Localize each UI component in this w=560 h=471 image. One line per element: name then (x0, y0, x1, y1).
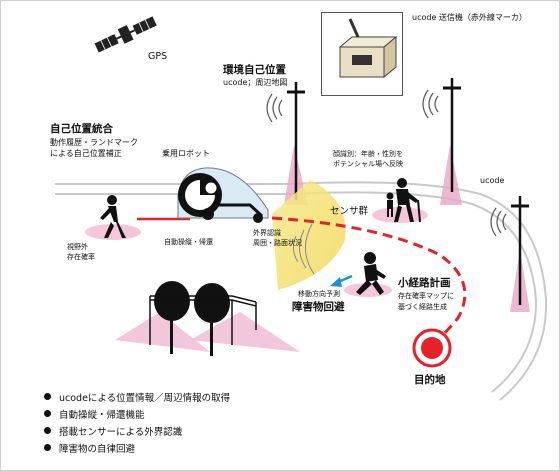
sensor-fan (272, 180, 346, 290)
satellite-icon (94, 16, 157, 53)
environment-position-title: 環境自己位置 (223, 64, 286, 76)
child-icon (386, 192, 394, 217)
transmitter-icon (338, 18, 398, 79)
running-person-icon (356, 252, 386, 295)
external-recognition-line-2: 周囲・路面状況 (253, 239, 302, 247)
robot-label: 乗用ロボット (162, 149, 210, 158)
ucode-transmitter-image (321, 12, 403, 96)
poles (294, 78, 522, 305)
sensor-waves (292, 223, 315, 275)
planned-path (271, 216, 467, 340)
face-recognition-line-1: 顔識別：年齢・性別を (333, 150, 403, 158)
bullet-icon (44, 410, 51, 417)
external-recognition-line-1: 外界認識 (253, 229, 281, 237)
bullet-icon (44, 393, 51, 400)
fence (149, 295, 257, 345)
elderly-person-icon (394, 178, 421, 223)
legend-item: ucodeによる位置情報／周辺情報の取得 (44, 388, 230, 405)
path-planning-line-2: 基づく経路生成 (398, 303, 447, 311)
legend-list: ucodeによる位置情報／周辺情報の取得 自動操縦・帰還機能 搭載センサーによる… (44, 388, 230, 456)
path-planning-line-1: 存在確率マップに (398, 292, 454, 300)
legend-item: 自動操縦・帰還機能 (44, 405, 230, 422)
legend-item: 障害物の自律回避 (44, 439, 230, 456)
path-planning-title: 小経路計画 (398, 277, 451, 289)
signal-waves (266, 89, 507, 237)
environment-position-sub: ucode；周辺地図 (223, 78, 288, 87)
road-lines (55, 181, 548, 401)
ucode-transmitter-label: ucode 送信機（赤外線マーカ） (412, 13, 527, 22)
out-of-view-line-2: 存在確率 (67, 253, 95, 261)
face-recognition-line-2: ポテンシャル場へ反映 (333, 160, 403, 168)
bullet-icon (44, 444, 51, 451)
destination-label: 目的地 (414, 374, 446, 386)
movement-prediction-label: 移動方向予測 (298, 290, 340, 298)
self-position-line-2: による自己位置補正 (50, 149, 122, 158)
out-of-view-line-1: 視野外 (67, 243, 88, 251)
self-position-title: 自己位置統合 (50, 123, 113, 135)
bullet-icon (44, 427, 51, 434)
auto-drive-label: 自動操縦・帰還 (164, 238, 213, 246)
tree-icon (154, 281, 230, 356)
sensor-group-label: センサ群 (330, 206, 369, 217)
movement-arrow-icon (330, 274, 353, 287)
person-icon (100, 195, 126, 238)
destination-icon (412, 328, 452, 368)
ucode-side-label: ucode (480, 176, 505, 185)
self-position-line-1: 動作履歴・ランドマーク (50, 138, 138, 147)
robot-icon (177, 167, 269, 223)
gps-label: GPS (148, 51, 168, 62)
legend-item: 搭載センサーによる外界認識 (44, 422, 230, 439)
obstacle-avoidance-label: 障害物回避 (292, 301, 345, 313)
